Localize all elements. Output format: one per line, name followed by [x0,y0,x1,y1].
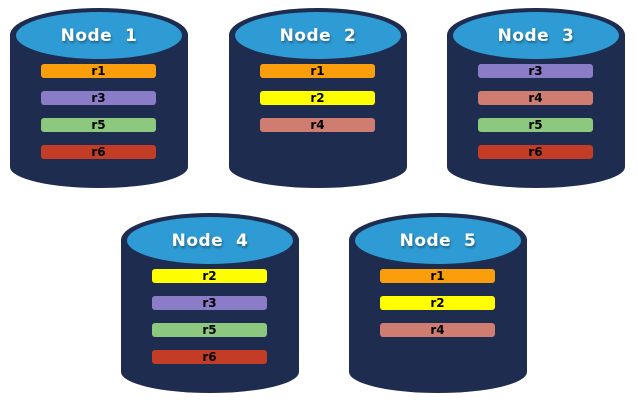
replica-bar-r4: r4 [380,323,495,337]
replica-bar-r5: r5 [478,118,593,132]
replica-bar-r5: r5 [152,323,267,337]
replica-list: r1 r2 r4 [260,64,375,132]
replica-bar-r2: r2 [152,269,267,283]
replica-bar-r4: r4 [478,91,593,105]
replica-list: r1 r3 r5 r6 [41,64,156,159]
cylinder-cap [453,12,619,59]
node-title: Node 3 [497,25,575,46]
cylinder-cap [127,217,293,264]
replica-list: r2 r3 r5 r6 [152,269,267,364]
replica-bar-r3: r3 [478,64,593,78]
cylinder-cap [235,12,401,59]
replica-bar-r3: r3 [41,91,156,105]
node-title: Node 1 [60,25,138,46]
replica-bar-r1: r1 [41,64,156,78]
replica-list: r1 r2 r4 [380,269,495,337]
database-cylinder-node-2: Node 2 r1 r2 r4 [229,8,407,188]
node-title: Node 2 [279,25,357,46]
node-title: Node 5 [399,230,477,251]
replica-bar-r1: r1 [260,64,375,78]
replica-bar-r1: r1 [380,269,495,283]
cylinder-cap [355,217,521,264]
database-cylinder-node-1: Node 1 r1 r3 r5 r6 [10,8,188,188]
database-cylinder-node-4: Node 4 r2 r3 r5 r6 [121,213,299,393]
replica-bar-r6: r6 [478,145,593,159]
node-title: Node 4 [171,230,249,251]
replica-bar-r6: r6 [41,145,156,159]
replica-bar-r6: r6 [152,350,267,364]
replica-bar-r4: r4 [260,118,375,132]
cylinder-bottom [349,351,527,393]
replica-bar-r2: r2 [260,91,375,105]
cylinder-cap [16,12,182,59]
database-cylinder-node-5: Node 5 r1 r2 r4 [349,213,527,393]
replica-bar-r5: r5 [41,118,156,132]
database-cylinder-node-3: Node 3 r3 r4 r5 r6 [447,8,625,188]
cylinder-bottom [229,146,407,188]
replica-bar-r3: r3 [152,296,267,310]
replica-list: r3 r4 r5 r6 [478,64,593,159]
replica-bar-r2: r2 [380,296,495,310]
